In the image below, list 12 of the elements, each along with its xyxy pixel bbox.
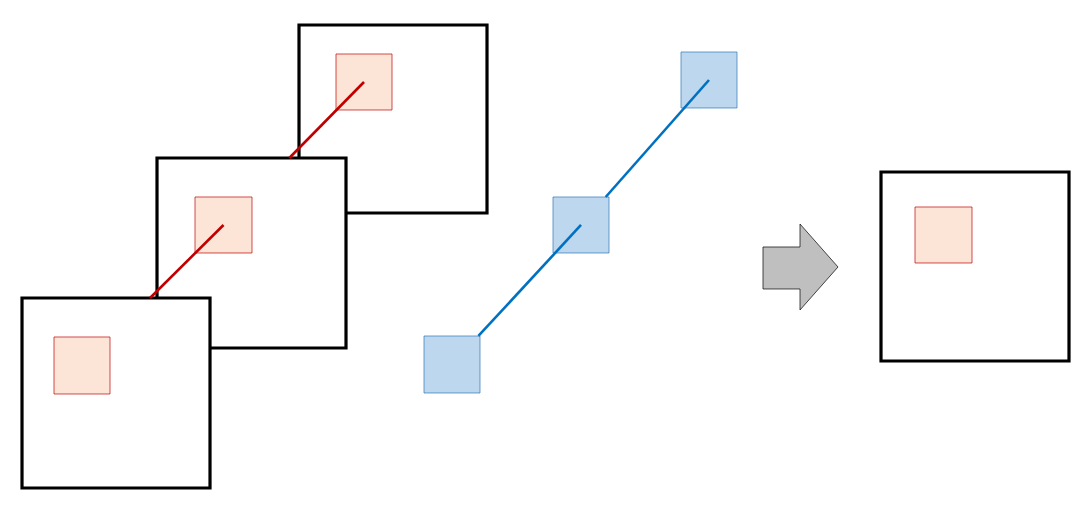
square: [680, 51, 738, 109]
frame: [879, 170, 1071, 363]
square: [914, 206, 973, 264]
connector-line: [604, 79, 710, 198]
square: [335, 53, 393, 111]
square: [552, 196, 610, 254]
block-arrow: [762, 223, 839, 311]
frame: [20, 296, 212, 490]
connector-line: [477, 224, 582, 337]
square: [423, 335, 481, 394]
square: [194, 196, 253, 254]
square: [53, 336, 111, 395]
